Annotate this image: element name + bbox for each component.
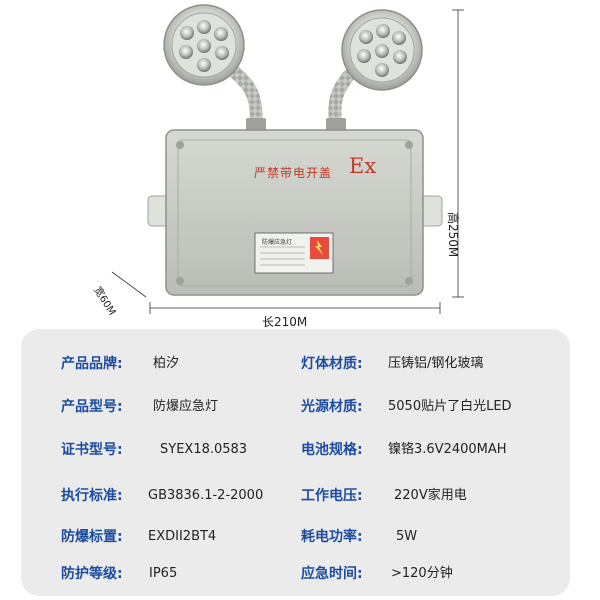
spec-value-model: 防爆应急灯 bbox=[153, 399, 219, 414]
spec-row: 防爆标置: EXDII2BT4 耗电功率: 5W bbox=[21, 522, 570, 552]
spec-value-standard: GB3836.1-2-2000 bbox=[148, 488, 264, 503]
spec-label-protection: 防护等级: bbox=[61, 566, 123, 582]
spec-label-model: 产品型号: bbox=[61, 399, 123, 415]
spec-value-body-material: 压铸铝/钢化玻璃 bbox=[388, 356, 484, 371]
right-lamp-head bbox=[341, 9, 423, 91]
spec-value-emergency-time: >120分钟 bbox=[391, 566, 453, 581]
left-lamp-head bbox=[163, 4, 245, 86]
spec-row: 证书型号: SYEX18.0583 电池规格: 镍铬3.6V2400MAH bbox=[21, 435, 570, 465]
length-dimension-line bbox=[149, 302, 441, 314]
nameplate-title: 防爆应急灯 bbox=[262, 239, 293, 246]
warning-label: 严禁带电开盖 bbox=[254, 166, 333, 180]
height-dimension-line bbox=[452, 9, 464, 298]
nameplate bbox=[254, 232, 334, 274]
spec-label-body-material: 灯体材质: bbox=[301, 356, 363, 372]
spec-row: 执行标准: GB3836.1-2-2000 工作电压: 220V家用电 bbox=[21, 481, 570, 511]
spec-value-certificate: SYEX18.0583 bbox=[160, 442, 248, 457]
spec-value-light-source: 5050贴片了白光LED bbox=[388, 399, 512, 414]
spec-value-battery: 镍铬3.6V2400MAH bbox=[388, 442, 507, 457]
spec-label-explosion-mark: 防爆标置: bbox=[61, 529, 123, 545]
spec-label-voltage: 工作电压: bbox=[301, 488, 363, 504]
spec-value-protection: IP65 bbox=[149, 566, 178, 581]
spec-label-certificate: 证书型号: bbox=[61, 442, 123, 458]
spec-label-light-source: 光源材质: bbox=[301, 399, 363, 415]
housing-box bbox=[147, 129, 443, 296]
spec-label-emergency-time: 应急时间: bbox=[301, 566, 363, 582]
emergency-light-illustration bbox=[111, 4, 464, 314]
spec-value-power: 5W bbox=[396, 529, 418, 544]
height-dimension: 高250M bbox=[446, 212, 460, 258]
spec-value-voltage: 220V家用电 bbox=[394, 488, 467, 503]
spec-row: 防护等级: IP65 应急时间: >120分钟 bbox=[21, 559, 570, 589]
spec-label-brand: 产品品牌: bbox=[61, 356, 123, 372]
right-neck bbox=[326, 67, 357, 134]
spec-panel: 产品品牌: 柏汐 灯体材质: 压铸铝/钢化玻璃 产品型号: 防爆应急灯 光源材质… bbox=[21, 329, 570, 596]
spec-label-standard: 执行标准: bbox=[61, 488, 123, 504]
ex-mark: Ex bbox=[349, 154, 377, 178]
width-dimension-line bbox=[111, 271, 147, 298]
spec-label-power: 耗电功率: bbox=[301, 529, 363, 545]
spec-value-brand: 柏汐 bbox=[153, 356, 180, 371]
product-photo: 严禁带电开盖 Ex 防爆应急灯 长210M 宽60M 高250M bbox=[91, 4, 464, 329]
spec-row: 产品品牌: 柏汐 灯体材质: 压铸铝/钢化玻璃 bbox=[21, 349, 570, 379]
spec-row: 产品型号: 防爆应急灯 光源材质: 5050贴片了白光LED bbox=[21, 392, 570, 422]
spec-value-explosion-mark: EXDII2BT4 bbox=[148, 529, 217, 544]
spec-label-battery: 电池规格: bbox=[301, 442, 363, 458]
left-neck bbox=[227, 65, 266, 134]
length-dimension: 长210M bbox=[262, 315, 308, 329]
